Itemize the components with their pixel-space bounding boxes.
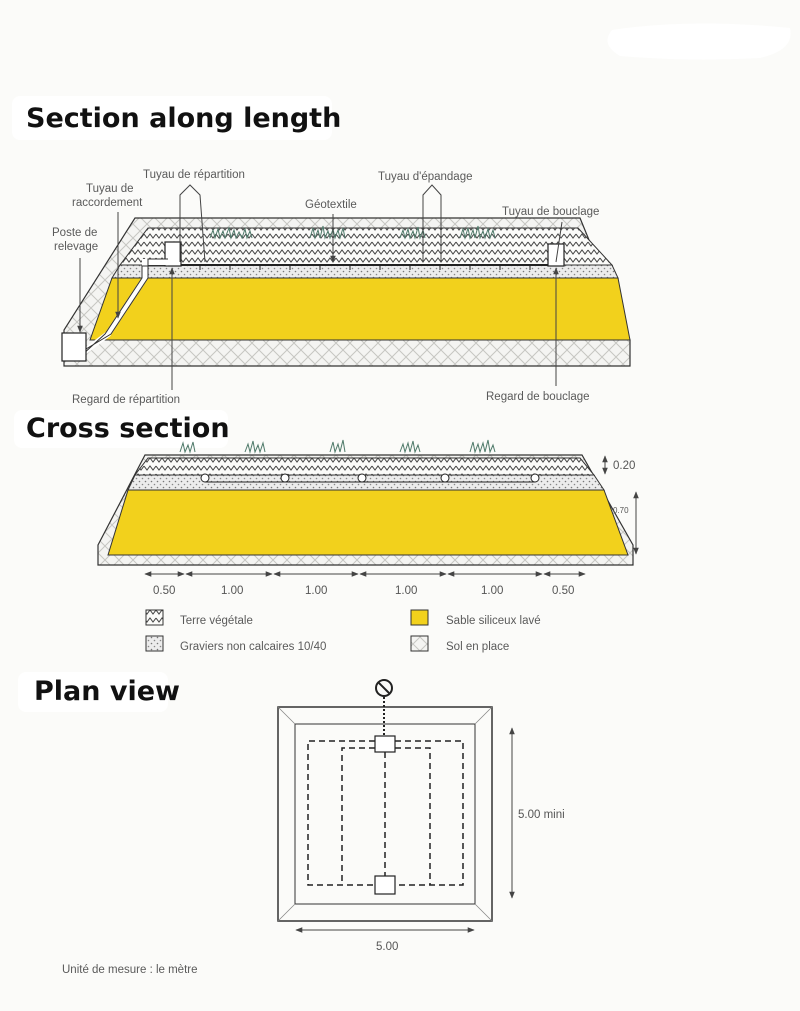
label-geotextile: Géotextile: [305, 199, 357, 211]
legend-sable: Sable siliceux lavé: [446, 615, 541, 627]
gravel-layer: [111, 264, 619, 279]
heading-section-length: Section along length: [26, 103, 341, 134]
label-regard-repartition: Regard de répartition: [72, 394, 180, 406]
loop-box: [547, 243, 565, 267]
grass: [209, 225, 496, 240]
legend-terre: Terre végétale: [180, 615, 253, 627]
plan-view: 5.00 mini 5.00: [277, 679, 565, 953]
plan-height-label: 5.00 mini: [518, 809, 565, 821]
label-tuyau-raccordement-1: Tuyau de: [86, 183, 134, 195]
leader-epandage: [422, 184, 442, 262]
heading-bg: [12, 96, 332, 140]
dim-width-3: 1.00: [305, 585, 327, 597]
legend-graviers: Graviers non calcaires 10/40: [180, 641, 326, 653]
dim-width-6: 0.50: [552, 585, 574, 597]
longitudinal-section: Tuyau de répartition Tuyau de raccordeme…: [52, 169, 631, 406]
connection-pipe: [82, 259, 168, 355]
dim-width-1: 0.50: [153, 585, 175, 597]
heading-plan-view: Plan view: [34, 676, 180, 707]
plan-distribution-box: [374, 735, 396, 753]
dim-sand-layer: 0.70: [613, 506, 629, 515]
units-footnote: Unité de mesure : le mètre: [62, 964, 198, 976]
cross-pipes: [200, 473, 540, 483]
dim-top-layer: 0.20: [613, 460, 635, 472]
label-poste-relevage-2: relevage: [54, 241, 98, 253]
label-tuyau-bouclage: Tuyau de bouclage: [502, 206, 599, 218]
legend: Terre végétale Graviers non calcaires 10…: [145, 609, 541, 653]
legend-sol: Sol en place: [446, 641, 509, 653]
cross-section: 0.20 0.70 0.50 1.00 1.00 1.00 1.00 0.50: [97, 439, 639, 597]
legend-swatch-graviers: [145, 635, 164, 652]
sand-layer: [89, 277, 631, 341]
leader-bouclage: [555, 221, 563, 263]
dim-width-2: 1.00: [221, 585, 243, 597]
pump-station: [61, 332, 87, 362]
label-tuyau-epandage: Tuyau d'épandage: [378, 171, 473, 183]
label-tuyau-raccordement-2: raccordement: [72, 197, 143, 209]
pump-symbol-icon: [375, 679, 393, 697]
cross-topsoil: [133, 457, 596, 476]
plan-width-label: 5.00: [376, 941, 398, 953]
plan-spreading-loop: [307, 740, 464, 886]
topsoil-layer: [118, 227, 614, 266]
cross-sand: [107, 489, 629, 556]
dim-width-4: 1.00: [395, 585, 417, 597]
distribution-box: [164, 241, 182, 267]
legend-swatch-terre: [145, 609, 164, 626]
leader-repartition: [179, 184, 206, 263]
dim-width-5: 1.00: [481, 585, 503, 597]
label-poste-relevage-1: Poste de: [52, 227, 97, 239]
white-blot: [607, 23, 791, 60]
heading-cross-section: Cross section: [26, 413, 230, 444]
heading-bg: [14, 410, 228, 448]
legend-swatch-sol: [410, 635, 429, 652]
label-tuyau-repartition: Tuyau de répartition: [143, 169, 245, 181]
cross-grass: [179, 439, 496, 454]
label-regard-bouclage: Regard de bouclage: [486, 391, 590, 403]
plan-loop-box: [374, 875, 396, 895]
legend-swatch-sable: [410, 609, 429, 626]
heading-bg: [18, 672, 168, 712]
